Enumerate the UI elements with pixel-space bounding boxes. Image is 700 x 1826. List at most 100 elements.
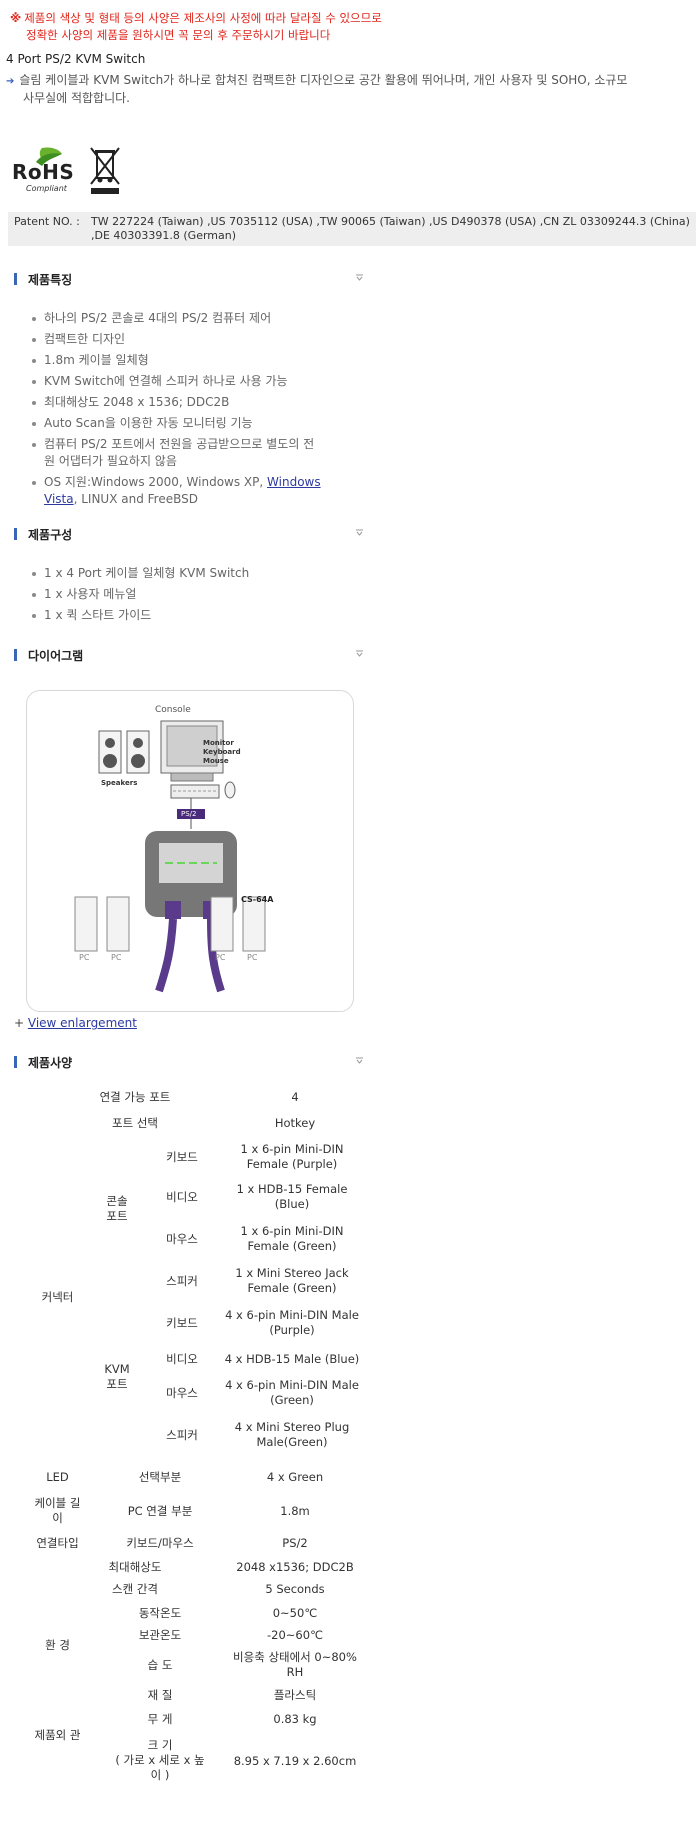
os-suffix: , LINUX and FreeBSD: [73, 492, 198, 506]
spec-key: 콘솔 포트: [106, 1194, 128, 1223]
spec-key: 키보드: [166, 1150, 198, 1164]
section-title: 제품구성: [28, 528, 73, 542]
spec-value: Hotkey: [274, 1116, 316, 1130]
enlarge-prefix: +: [14, 1016, 28, 1030]
label-pc: PC: [247, 953, 258, 962]
os-prefix: OS 지원:Windows 2000, Windows XP,: [44, 475, 268, 489]
spec-key: 연결 가능 포트: [99, 1090, 171, 1104]
list-item: KVM Switch에 연결해 스피커 하나로 사용 가능: [32, 373, 321, 390]
notice-line2: 정확한 사양의 제품을 원하시면 꼭 문의 후 주문하시기 바랍니다: [26, 28, 331, 42]
spec-value: 4: [291, 1090, 299, 1104]
view-enlargement: + View enlargement: [14, 1016, 137, 1030]
list-item: 1.8m 케이블 일체형: [32, 352, 321, 369]
keyboard-icon: [170, 784, 220, 799]
spec-key: 재 질: [147, 1688, 173, 1702]
spec-value: 4 x 6-pin Mini-DIN Male (Green): [225, 1378, 359, 1407]
spec-key: 환 경: [45, 1638, 70, 1652]
list-item: 1 x 4 Port 케이블 일체형 KVM Switch: [31, 566, 250, 580]
section-title: 다이어그램: [28, 649, 84, 663]
arrow-icon: ➔: [6, 76, 15, 87]
spec-key: 최대해상도: [108, 1560, 162, 1574]
spec-value: 비응축 상태에서 0~80% RH: [233, 1650, 357, 1679]
spec-key: 키보드/마우스: [126, 1536, 194, 1550]
spec-key: 키보드: [166, 1316, 198, 1330]
collapse-arrow-icon[interactable]: [355, 273, 364, 282]
label-speakers: Speakers: [101, 779, 138, 787]
spec-key: 비디오: [166, 1190, 198, 1204]
spec-value: 4 x HDB-15 Male (Blue): [224, 1352, 360, 1366]
list-item: Auto Scan을 이용한 자동 모니터링 기능: [32, 415, 321, 432]
spec-value: 1 x 6-pin Mini-DIN Female (Green): [240, 1224, 344, 1253]
monitor-icon: [160, 720, 224, 782]
spec-value: 1.8m: [280, 1504, 310, 1518]
section-spec: 제품사양: [14, 1052, 364, 1072]
spec-value: 5 Seconds: [265, 1582, 325, 1596]
spec-key: 스캔 간격: [112, 1582, 158, 1596]
spec-value: PS/2: [282, 1536, 308, 1550]
speakers-icon: [98, 730, 150, 774]
collapse-arrow-icon[interactable]: [355, 1056, 364, 1065]
spec-value: 4 x 6-pin Mini-DIN Male (Purple): [225, 1308, 359, 1337]
rohs-subtext: Compliant: [26, 184, 67, 193]
spec-key: 마우스: [166, 1232, 198, 1246]
label-monitor: Monitor: [203, 739, 234, 747]
ps2-connector-icon: [177, 809, 205, 819]
spec-value: 0~50℃: [272, 1606, 318, 1620]
rohs-text: RoHS: [12, 160, 75, 184]
label-pc: PC: [111, 953, 122, 962]
collapse-arrow-icon[interactable]: [355, 528, 364, 537]
label-console: Console: [155, 705, 191, 715]
spec-value: 4 x Green: [266, 1470, 324, 1484]
label-model: CS-64A: [241, 895, 274, 904]
spec-key: 크 기 ( 가로 x 세로 x 높 이 ): [115, 1738, 205, 1782]
list-item: 1 x 사용자 메뉴얼: [31, 586, 249, 603]
patent-label: Patent NO. :: [14, 215, 80, 228]
mouse-icon: [224, 781, 236, 799]
notice-mark: ※: [10, 11, 22, 25]
list-item: 1 x 퀵 스타트 가이드: [31, 607, 249, 624]
patent-bar: Patent NO. : TW 227224 (Taiwan) ,US 7035…: [8, 212, 696, 246]
section-title: 제품사양: [28, 1056, 73, 1070]
label-mouse: Mouse: [203, 757, 229, 765]
section-title: 제품특징: [28, 273, 73, 287]
section-features: 제품특징: [14, 269, 364, 289]
spec-key: 보관온도: [138, 1628, 182, 1642]
desc-line2: 사무실에 적합합니다.: [23, 91, 130, 105]
patent-value: TW 227224 (Taiwan) ,US 7035112 (USA) ,TW…: [91, 215, 690, 242]
spec-key: PC 연결 부분: [127, 1504, 193, 1518]
product-title: 4 Port PS/2 KVM Switch: [6, 52, 146, 66]
spec-key: 제품외 관: [34, 1728, 81, 1742]
power-line2: 원 어댑터가 필요하지 않음: [44, 454, 177, 468]
list-item: 최대해상도 2048 x 1536; DDC2B: [32, 394, 321, 411]
label-ps2: PS/2: [181, 810, 197, 818]
spec-key: 포트 선택: [112, 1116, 158, 1130]
spec-key: 선택부분: [138, 1470, 182, 1484]
spec-key: 커넥터: [41, 1290, 74, 1304]
spec-key: 동작온도: [138, 1606, 182, 1620]
rohs-logo: RoHS Compliant: [12, 146, 74, 198]
spec-value: 4 x Mini Stereo Plug Male(Green): [234, 1420, 350, 1449]
spec-key: 스피커: [166, 1428, 198, 1442]
section-marker: [14, 528, 17, 540]
spec-value: 1 x Mini Stereo Jack Female (Green): [235, 1266, 349, 1295]
contents-list: 1 x 4 Port 케이블 일체형 KVM Switch 1 x 사용자 메뉴…: [31, 565, 250, 628]
windows-vista-link-1[interactable]: Windows: [267, 475, 321, 489]
power-line1: 컴퓨터 PS/2 포트에서 전원을 공급받으므로 별도의 전: [44, 437, 315, 451]
view-enlargement-link[interactable]: View enlargement: [27, 1016, 137, 1030]
connection-diagram: Console Monitor Keyboard Mouse Speakers …: [26, 690, 354, 1012]
desc-line1: 슬림 케이블과 KVM Switch가 하나로 합쳐진 컴팩트한 디자인으로 공…: [19, 73, 628, 87]
section-marker: [14, 273, 17, 285]
spec-key: KVM 포트: [104, 1362, 130, 1391]
spec-value: 0.83 kg: [273, 1712, 317, 1726]
spec-value: -20~60℃: [267, 1628, 323, 1642]
spec-value: 1 x 6-pin Mini-DIN Female (Purple): [240, 1142, 344, 1171]
product-description: ➔ 슬림 케이블과 KVM Switch가 하나로 합쳐진 컴팩트한 디자인으로 …: [6, 72, 696, 107]
windows-vista-link-2[interactable]: Vista: [44, 492, 74, 506]
spec-key: 습 도: [147, 1658, 173, 1672]
spec-value: 2048 x1536; DDC2B: [236, 1560, 354, 1574]
collapse-arrow-icon[interactable]: [355, 649, 364, 658]
section-marker: [14, 649, 17, 661]
weee-bin-icon: [88, 146, 122, 196]
